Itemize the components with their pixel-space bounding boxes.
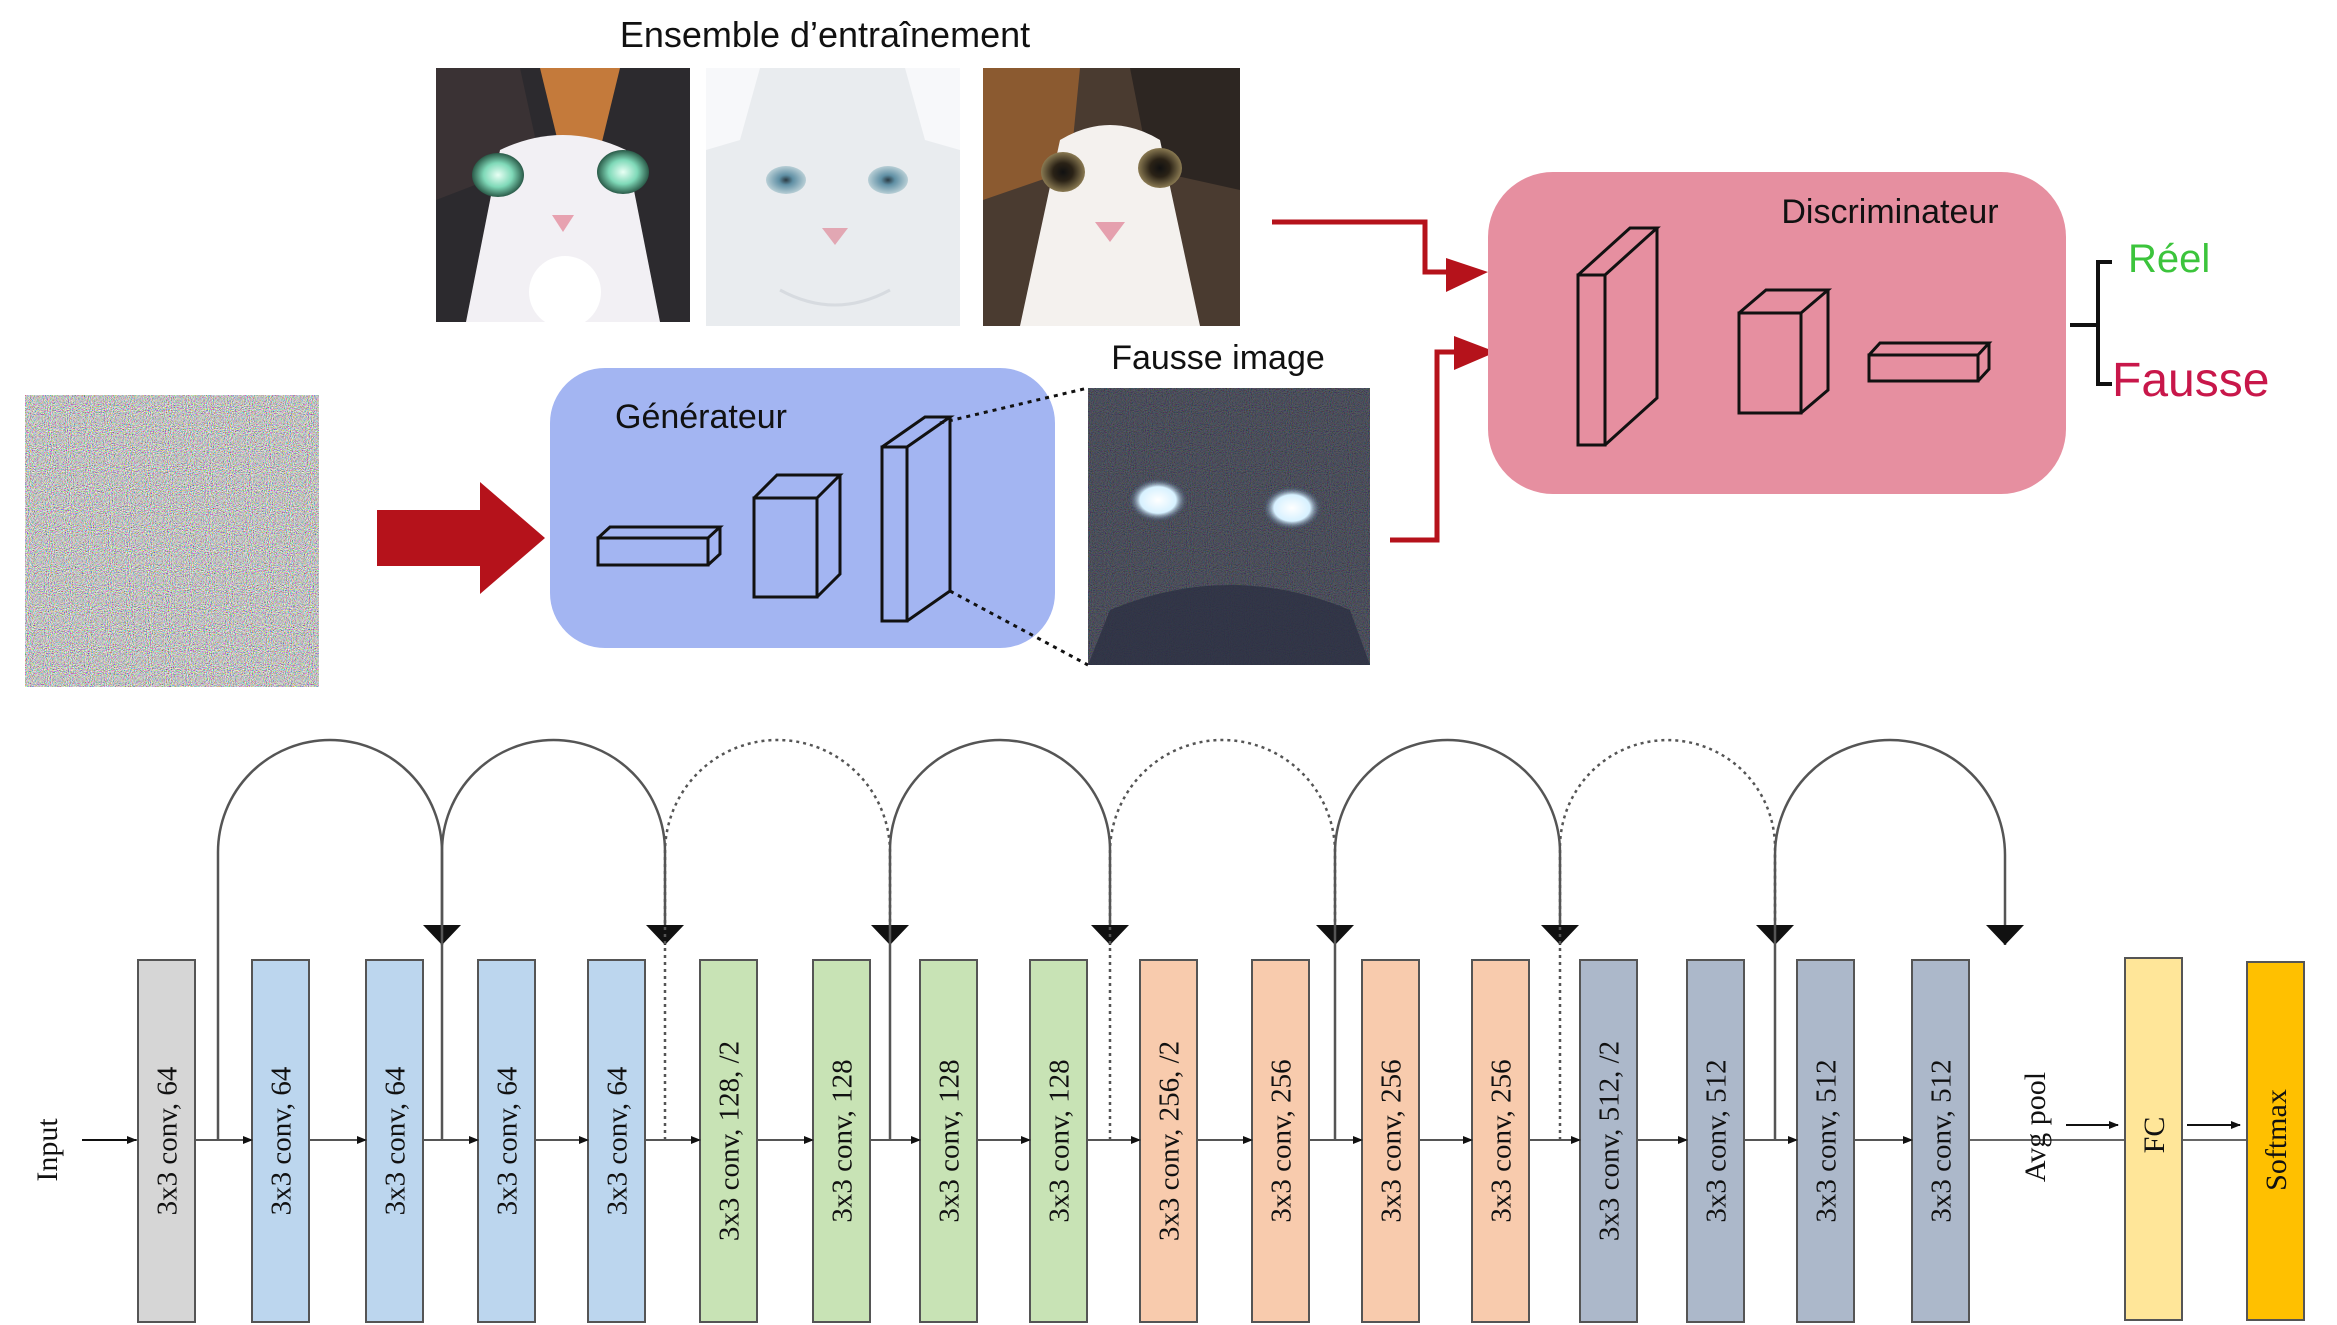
training-set-label: Ensemble d’entraînement bbox=[620, 14, 1030, 55]
skip-connection-8 bbox=[1773, 738, 2024, 1140]
resnet-layer-11: 3x3 conv, 256 bbox=[1251, 959, 1310, 1323]
resnet-layer-2: 3x3 conv, 64 bbox=[251, 959, 310, 1323]
training-cat-image-3 bbox=[983, 68, 1240, 326]
resnet-layer-label: 3x3 conv, 256 bbox=[1486, 1059, 1518, 1222]
softmax-label: Softmax bbox=[2260, 1089, 2293, 1191]
resnet-skip-connections bbox=[216, 738, 2024, 1140]
resnet-layer-label: 3x3 conv, 512 bbox=[1811, 1059, 1843, 1222]
real-to-discriminator-arrow bbox=[1272, 219, 1488, 292]
resnet-layer-5: 3x3 conv, 64 bbox=[587, 959, 646, 1323]
resnet-layer-9: 3x3 conv, 128 bbox=[1029, 959, 1088, 1323]
fc-layer: FC bbox=[2124, 957, 2183, 1321]
resnet-layer-label: 3x3 conv, 512 bbox=[1701, 1059, 1733, 1222]
training-cat-image-1 bbox=[436, 68, 690, 328]
resnet-layer-10: 3x3 conv, 256, /2 bbox=[1139, 959, 1198, 1323]
output-real-label: Réel bbox=[2128, 237, 2210, 281]
generator-block: Générateur bbox=[550, 368, 1055, 648]
resnet-layer-label: 3x3 conv, 256 bbox=[1266, 1059, 1298, 1222]
softmax-layer: Softmax bbox=[2246, 961, 2305, 1321]
fake-to-discriminator-arrow bbox=[1390, 336, 1496, 543]
generator-projection-lines bbox=[939, 386, 1089, 667]
discriminator-block: Discriminateur bbox=[1488, 172, 2066, 494]
resnet-layer-1: 3x3 conv, 64 bbox=[137, 959, 196, 1323]
resnet-layer-label: 3x3 conv, 128 bbox=[827, 1059, 859, 1222]
noise-input-image bbox=[25, 395, 319, 687]
resnet-layer-6: 3x3 conv, 128, /2 bbox=[699, 959, 758, 1323]
discriminator-layer-1 bbox=[1576, 226, 1661, 447]
training-cat-image-2 bbox=[706, 68, 960, 326]
resnet-layer-label: 3x3 conv, 64 bbox=[380, 1066, 412, 1215]
resnet-layer-label: 3x3 conv, 128 bbox=[934, 1059, 966, 1222]
resnet-layer-16: 3x3 conv, 512 bbox=[1796, 959, 1855, 1323]
resnet-layer-label: 3x3 conv, 64 bbox=[266, 1066, 298, 1215]
resnet-layer-8: 3x3 conv, 128 bbox=[919, 959, 978, 1323]
resnet-layer-label: 3x3 conv, 128 bbox=[1044, 1059, 1076, 1222]
resnet-layer-17: 3x3 conv, 512 bbox=[1911, 959, 1970, 1323]
discriminator-label: Discriminateur bbox=[1781, 193, 1998, 231]
resnet-layer-label: 3x3 conv, 256 bbox=[1376, 1059, 1408, 1222]
generator-layer-2 bbox=[752, 473, 844, 599]
resnet-layer-13: 3x3 conv, 256 bbox=[1471, 959, 1530, 1323]
resnet-layer-15: 3x3 conv, 512 bbox=[1686, 959, 1745, 1323]
noise-to-generator-arrow bbox=[377, 482, 545, 594]
avgpool-label: Avg pool bbox=[2019, 1072, 2052, 1182]
resnet-layer-label: 3x3 conv, 256, /2 bbox=[1154, 1041, 1186, 1241]
output-bracket bbox=[2070, 260, 2112, 386]
skip-arrowhead bbox=[1986, 925, 2024, 945]
resnet-layer-label: 3x3 conv, 512 bbox=[1926, 1059, 1958, 1222]
input-label: Input bbox=[31, 1118, 64, 1182]
resnet-layer-4: 3x3 conv, 64 bbox=[477, 959, 536, 1323]
resnet-layer-label: 3x3 conv, 64 bbox=[152, 1066, 184, 1215]
resnet-layer-7: 3x3 conv, 128 bbox=[812, 959, 871, 1323]
resnet-layer-label: 3x3 conv, 64 bbox=[492, 1066, 524, 1215]
resnet-layer-label: 3x3 conv, 512, /2 bbox=[1594, 1041, 1626, 1241]
fake-image-label: Fausse image bbox=[1111, 339, 1325, 377]
resnet-layer-3: 3x3 conv, 64 bbox=[365, 959, 424, 1323]
output-fake-label: Fausse bbox=[2112, 354, 2269, 407]
fc-label: FC bbox=[2138, 1117, 2171, 1154]
discriminator-layer-2 bbox=[1737, 288, 1833, 415]
resnet-layers: 3x3 conv, 64 3x3 conv, 64 3x3 conv, 64 3x3 … bbox=[137, 959, 1970, 1323]
resnet-layer-label: 3x3 conv, 64 bbox=[602, 1066, 634, 1215]
generator-layer-1 bbox=[596, 525, 724, 567]
resnet-layer-12: 3x3 conv, 256 bbox=[1361, 959, 1420, 1323]
discriminator-layer-3 bbox=[1867, 341, 1993, 383]
resnet-layer-14: 3x3 conv, 512, /2 bbox=[1579, 959, 1638, 1323]
resnet-layer-label: 3x3 conv, 128, /2 bbox=[714, 1041, 746, 1241]
fake-cat-image bbox=[1088, 388, 1370, 665]
generator-label: Générateur bbox=[615, 398, 787, 436]
